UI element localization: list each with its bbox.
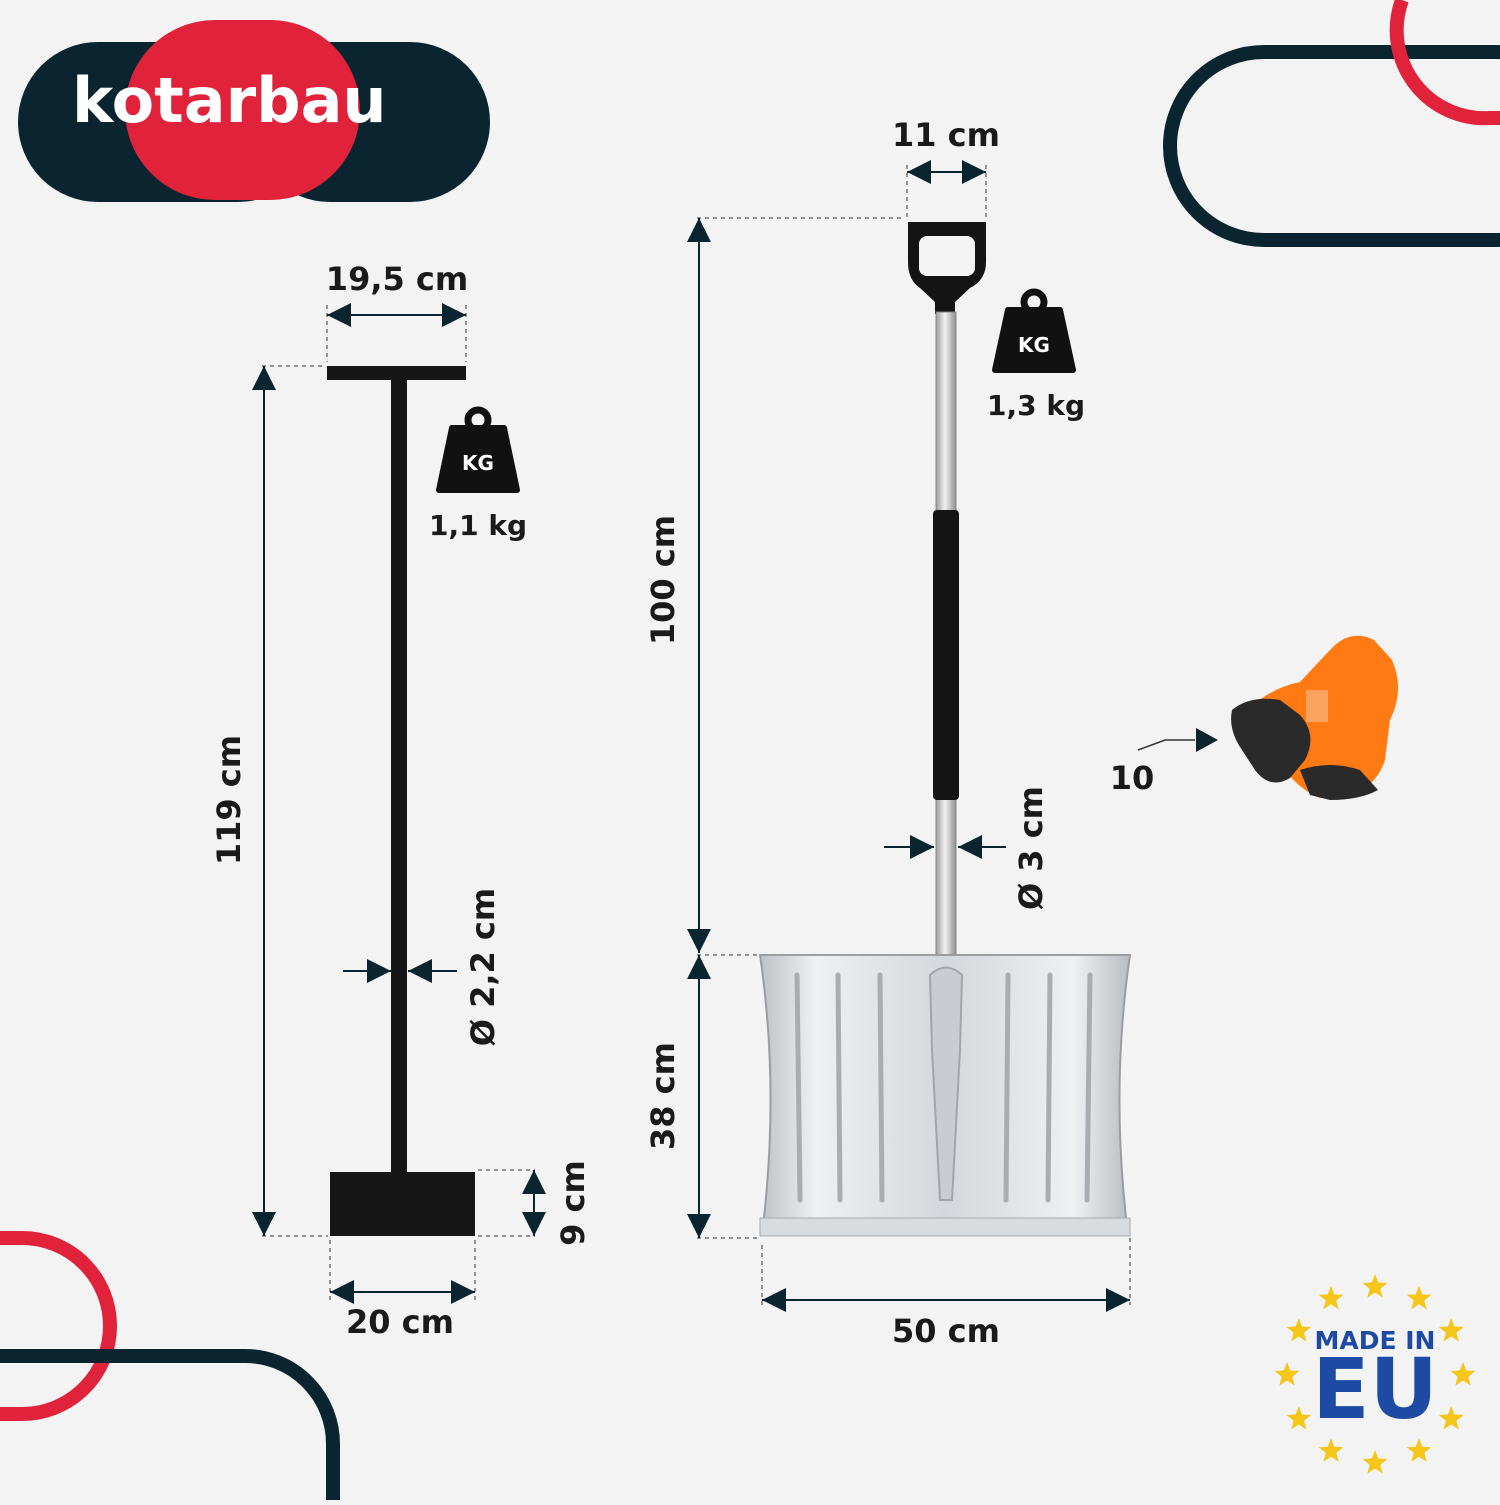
kg-icon-label: KG [462, 451, 494, 475]
label-height: 119 cm [210, 735, 248, 865]
snow-shovel [758, 222, 1132, 1237]
eu-star-icon [1274, 1362, 1300, 1386]
decor-bottom-left [0, 1231, 340, 1500]
label-blade-width: 20 cm [346, 1303, 454, 1341]
eu-star-icon [1450, 1362, 1476, 1386]
weight-icon-left: KG 1,1 kg [429, 406, 527, 542]
label-weight: 1,3 kg [987, 389, 1085, 422]
label-grip-width: 11 cm [892, 116, 1000, 154]
decor-red-arc-top [1389, 0, 1500, 126]
decor-top-right [1163, 0, 1500, 247]
kg-weight-icon [436, 406, 520, 493]
made-in-eu-badge: MADE IN EU [1274, 1274, 1476, 1474]
badge-line2: EU [1312, 1340, 1438, 1438]
eu-star-icon [1318, 1285, 1344, 1310]
scraper-shaft [391, 378, 407, 1178]
kg-weight-icon [992, 288, 1076, 373]
label-blade-height: 9 cm [554, 1160, 592, 1246]
eu-star-icon [1362, 1274, 1388, 1298]
label-blade-height: 38 cm [644, 1042, 682, 1150]
gloves-group: 10 [1110, 635, 1399, 800]
badge-line1: MADE IN [1315, 1326, 1436, 1355]
shovel-blade-edge [759, 1217, 1131, 1237]
gloves-pointer-arrow [1196, 728, 1218, 752]
label-top-width: 19,5 cm [326, 260, 468, 298]
decor-red-arc-bottom [0, 1231, 117, 1421]
brand-logo: kotarbau [18, 20, 490, 202]
shovel-grip-hole [919, 236, 975, 276]
glove-label [1306, 690, 1328, 722]
eu-star-icon [1438, 1318, 1464, 1342]
glove-palm-back [1300, 765, 1378, 800]
work-gloves-icon [1231, 635, 1399, 800]
eu-star-icon [1362, 1450, 1388, 1474]
label-diameter: Ø 3 cm [1012, 786, 1050, 910]
scraper-blade [330, 1172, 475, 1236]
ice-scraper [327, 366, 475, 1236]
weight-icon-right: KG 1,3 kg [987, 288, 1085, 422]
logo-text: kotarbau [72, 64, 387, 137]
decor-navy-pill [1163, 45, 1500, 247]
label-diameter: Ø 2,2 cm [464, 888, 502, 1046]
shovel-foam-grip [933, 510, 959, 800]
shovel-center-socket [928, 966, 964, 1201]
scraper-t-handle [327, 366, 466, 380]
label-weight: 1,1 kg [429, 509, 527, 542]
shovel-ribs [794, 972, 1093, 1203]
eu-star-icon [1438, 1406, 1464, 1430]
eu-star-icon [1406, 1438, 1432, 1462]
logo-pill-center [125, 20, 360, 200]
eu-star-icon [1286, 1406, 1312, 1430]
decor-navy-arc [0, 1349, 340, 1500]
eu-stars [1274, 1274, 1476, 1474]
label-blade-width: 50 cm [892, 1312, 1000, 1350]
left-dimensions [252, 303, 546, 1304]
eu-star-icon [1406, 1285, 1432, 1310]
right-dimensions [687, 160, 1131, 1312]
eu-star-icon [1286, 1318, 1312, 1342]
gloves-count: 10 [1110, 759, 1155, 797]
gloves-pointer-line [1137, 739, 1195, 751]
glove-palm-front [1231, 698, 1311, 783]
label-shaft-length: 100 cm [644, 515, 682, 645]
eu-star-icon [1318, 1438, 1344, 1462]
kg-icon-label: KG [1018, 333, 1050, 357]
